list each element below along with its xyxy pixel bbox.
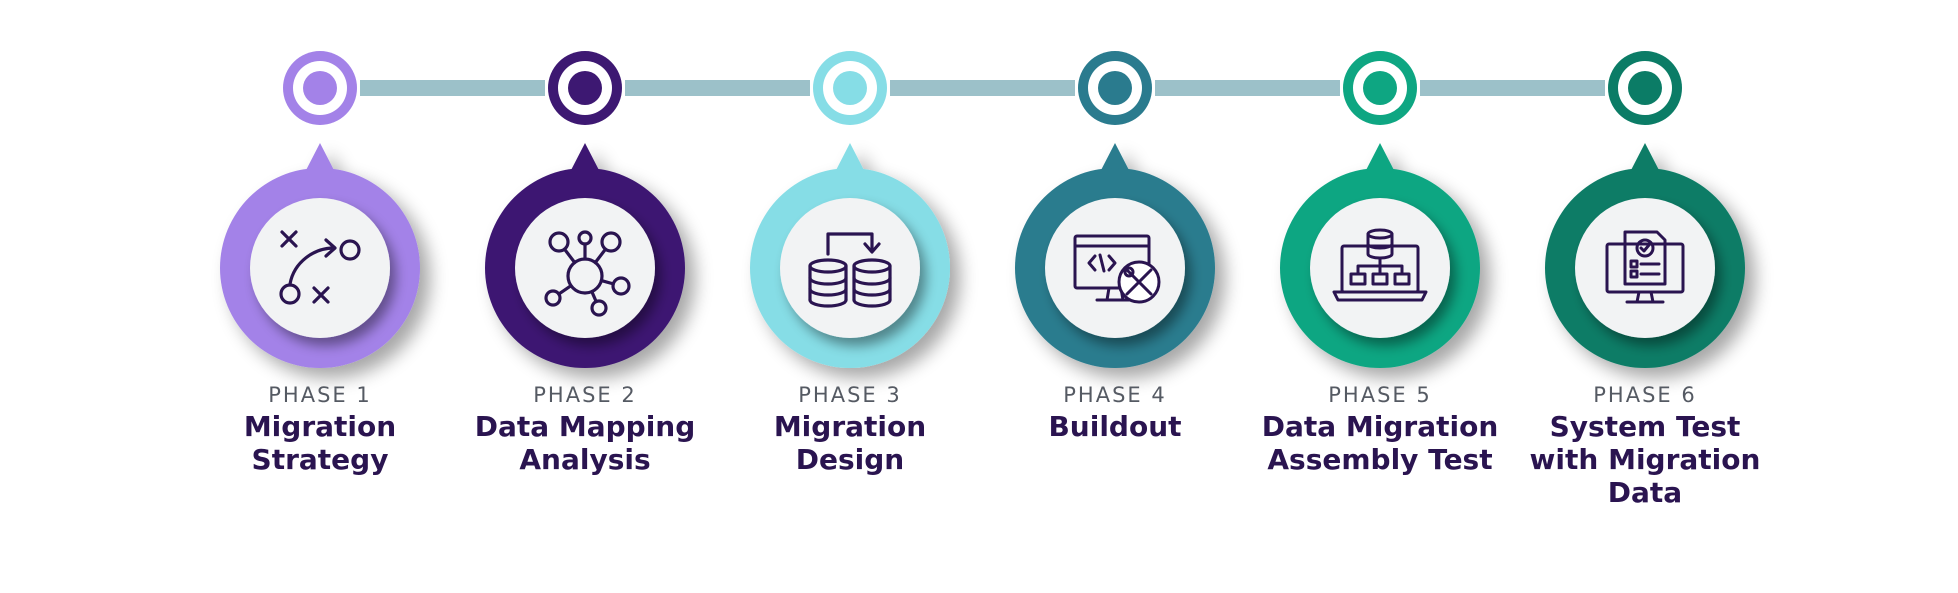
phase-title-line: Analysis bbox=[519, 443, 651, 476]
checklist-monitor-icon bbox=[1605, 230, 1685, 304]
phase-marker-dot bbox=[833, 71, 867, 105]
phase-title-line: Strategy bbox=[251, 443, 389, 476]
phase-title-line: Migration bbox=[243, 410, 397, 443]
phase-title-line: Assembly Test bbox=[1267, 443, 1493, 476]
connector-lines bbox=[360, 80, 1605, 96]
phase-pointer bbox=[1363, 143, 1397, 176]
phase-marker-dot bbox=[303, 71, 337, 105]
phase-label: PHASE 4 Buildout bbox=[985, 382, 1245, 443]
icon-backdrop bbox=[1575, 198, 1715, 338]
connector-line bbox=[1420, 80, 1605, 96]
phase-marker-dot bbox=[1628, 71, 1662, 105]
phase-node bbox=[220, 51, 420, 368]
connector-line bbox=[890, 80, 1075, 96]
icon-backdrop bbox=[780, 198, 920, 338]
connector-line bbox=[360, 80, 545, 96]
phase-node bbox=[1545, 51, 1745, 368]
phase-title-line: Buildout bbox=[1048, 410, 1182, 443]
phase-title-line: Design bbox=[795, 443, 905, 476]
phase-title-line: Data Mapping bbox=[474, 410, 696, 443]
phase-title-line: Data bbox=[1607, 476, 1683, 509]
phase-number: PHASE 4 bbox=[1063, 383, 1167, 407]
phase-title-line: Data Migration bbox=[1261, 410, 1499, 443]
strategy-play-icon bbox=[279, 230, 361, 305]
phase-node bbox=[485, 51, 685, 368]
phase-title-line: System Test bbox=[1549, 410, 1741, 443]
network-hub-icon bbox=[544, 230, 631, 317]
phase-title-line: with Migration bbox=[1529, 443, 1761, 476]
phase-node bbox=[1280, 51, 1480, 368]
icon-backdrop bbox=[1045, 198, 1185, 338]
phase-pointer bbox=[1098, 143, 1132, 176]
phase-title-line: Migration bbox=[773, 410, 927, 443]
phase-marker-dot bbox=[1098, 71, 1132, 105]
icon-backdrop bbox=[515, 198, 655, 338]
connector-line bbox=[1155, 80, 1340, 96]
laptop-database-tree-icon bbox=[1332, 228, 1428, 302]
phase-node bbox=[1015, 51, 1215, 368]
code-tools-monitor-icon bbox=[1073, 234, 1161, 304]
phase-title: Buildout bbox=[985, 410, 1245, 443]
phase-pointer bbox=[1628, 143, 1662, 176]
phase-marker-dot bbox=[568, 71, 602, 105]
phase-marker-dot bbox=[1363, 71, 1397, 105]
phase-pointer bbox=[833, 143, 867, 176]
phase-number: PHASE 5 bbox=[1328, 383, 1432, 407]
phase-number: PHASE 2 bbox=[533, 383, 637, 407]
phase-number: PHASE 3 bbox=[798, 383, 902, 407]
phase-number: PHASE 1 bbox=[268, 383, 372, 407]
connector-line bbox=[625, 80, 810, 96]
phase-pointer bbox=[568, 143, 602, 176]
database-transfer-icon bbox=[808, 232, 892, 308]
icon-backdrop bbox=[250, 198, 390, 338]
phase-nodes bbox=[220, 51, 1745, 368]
phase-pointer bbox=[303, 143, 337, 176]
phase-number: PHASE 6 bbox=[1593, 383, 1697, 407]
phase-node bbox=[750, 51, 950, 368]
